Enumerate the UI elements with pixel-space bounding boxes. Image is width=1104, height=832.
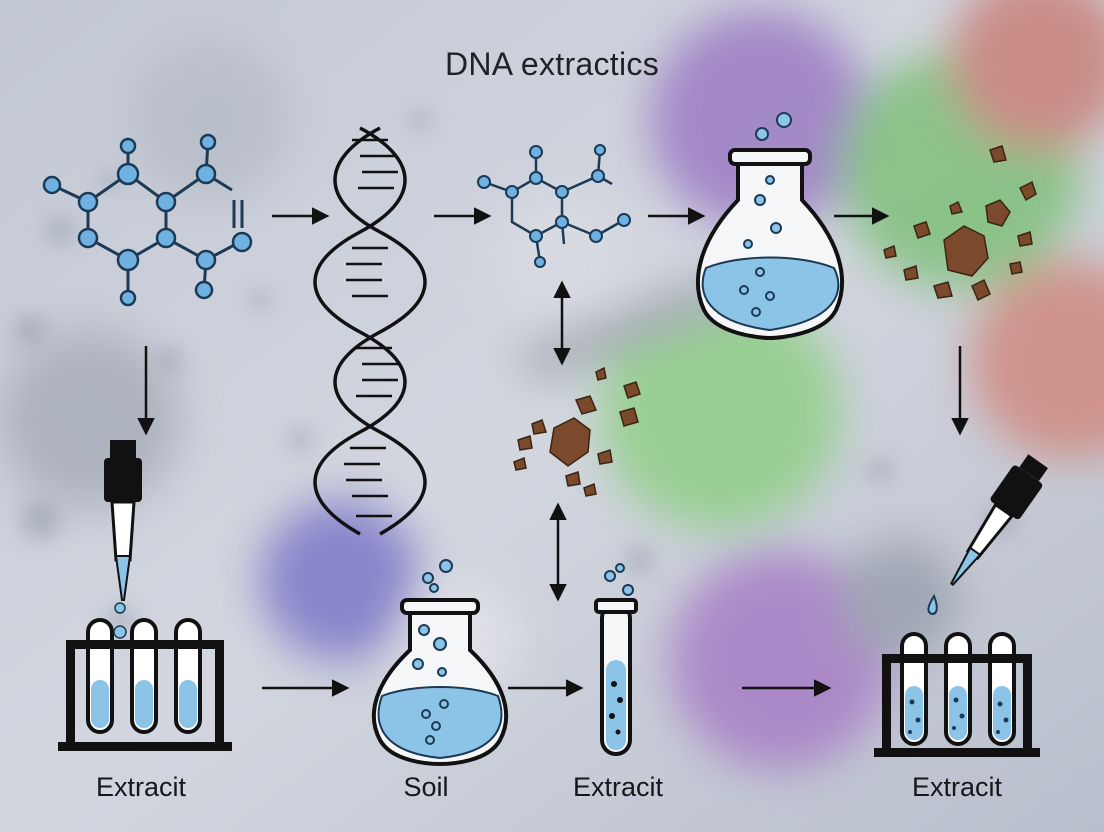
soil-flask-icon bbox=[371, 559, 509, 767]
molecule-structure-icon bbox=[42, 133, 253, 307]
caption-extract-middle: Extracit bbox=[572, 772, 664, 802]
molecule-fragment-icon bbox=[477, 144, 631, 268]
flow-arrows bbox=[137, 207, 969, 697]
droplet-icon bbox=[927, 593, 938, 616]
caption-extract-left: Extracit bbox=[95, 772, 187, 802]
soil-particles-icon bbox=[883, 145, 1037, 302]
angled-pipette-icon bbox=[950, 454, 1049, 586]
dna-helix-icon bbox=[313, 126, 427, 536]
caption-extract-right: Extracit bbox=[911, 772, 1003, 802]
erlenmeyer-flask-icon bbox=[696, 112, 844, 341]
test-tube-rack-icon bbox=[58, 618, 232, 751]
test-tube-rack-right-icon bbox=[874, 632, 1040, 757]
test-tube-icon bbox=[594, 563, 638, 756]
soil-particles-center-icon bbox=[513, 366, 641, 497]
caption-soil: Soil bbox=[403, 772, 449, 802]
diagram-title: DNA extractics bbox=[444, 46, 660, 82]
pipette-icon bbox=[104, 440, 142, 614]
